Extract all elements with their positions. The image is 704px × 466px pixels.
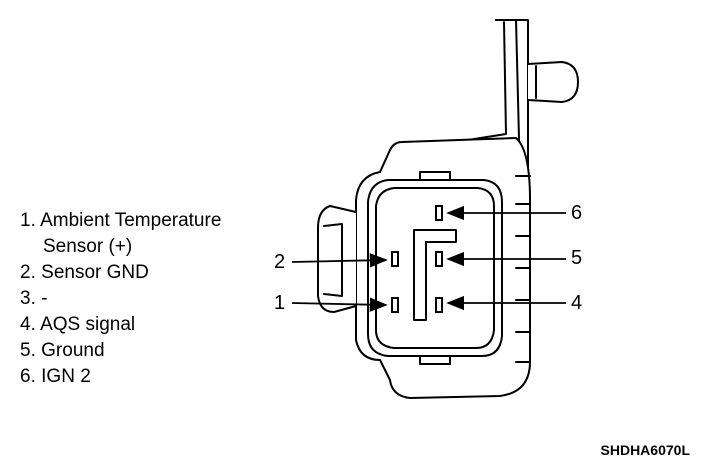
- pin-label-2: 2: [274, 251, 286, 273]
- pin-label-5: 5: [571, 247, 583, 269]
- terminal-pin-5: [435, 251, 443, 267]
- leader-2: [291, 253, 388, 268]
- terminal-pin-1: [391, 297, 399, 313]
- pin-legend: 1. Ambient Temperature Sensor (+) 2. Sen…: [20, 208, 221, 390]
- legend-item-1: 1. Ambient Temperature: [20, 210, 222, 231]
- legend-item-6: 6. IGN 2: [20, 366, 91, 387]
- legend-item-1-cont: Sensor (+): [43, 236, 133, 257]
- terminal-pin-2: [391, 251, 399, 267]
- pin-label-1: 1: [274, 292, 286, 314]
- center-divider: [413, 229, 457, 321]
- legend-item-2: 2. Sensor GND: [20, 262, 149, 283]
- leader-1: [291, 297, 388, 312]
- legend-item-3: 3. -: [20, 288, 48, 309]
- pin-label-4: 4: [571, 292, 583, 314]
- mounting-knob: [527, 61, 579, 103]
- pin-label-6: 6: [571, 202, 583, 224]
- legend-item-4: 4. AQS signal: [20, 314, 136, 335]
- terminal-pin-4: [435, 297, 443, 313]
- figure-code: SHDHA6070L: [600, 442, 690, 458]
- legend-item-5: 5. Ground: [20, 340, 105, 361]
- connector-face: [367, 179, 503, 357]
- terminal-pin-6: [435, 205, 443, 221]
- housing-body: [355, 137, 531, 399]
